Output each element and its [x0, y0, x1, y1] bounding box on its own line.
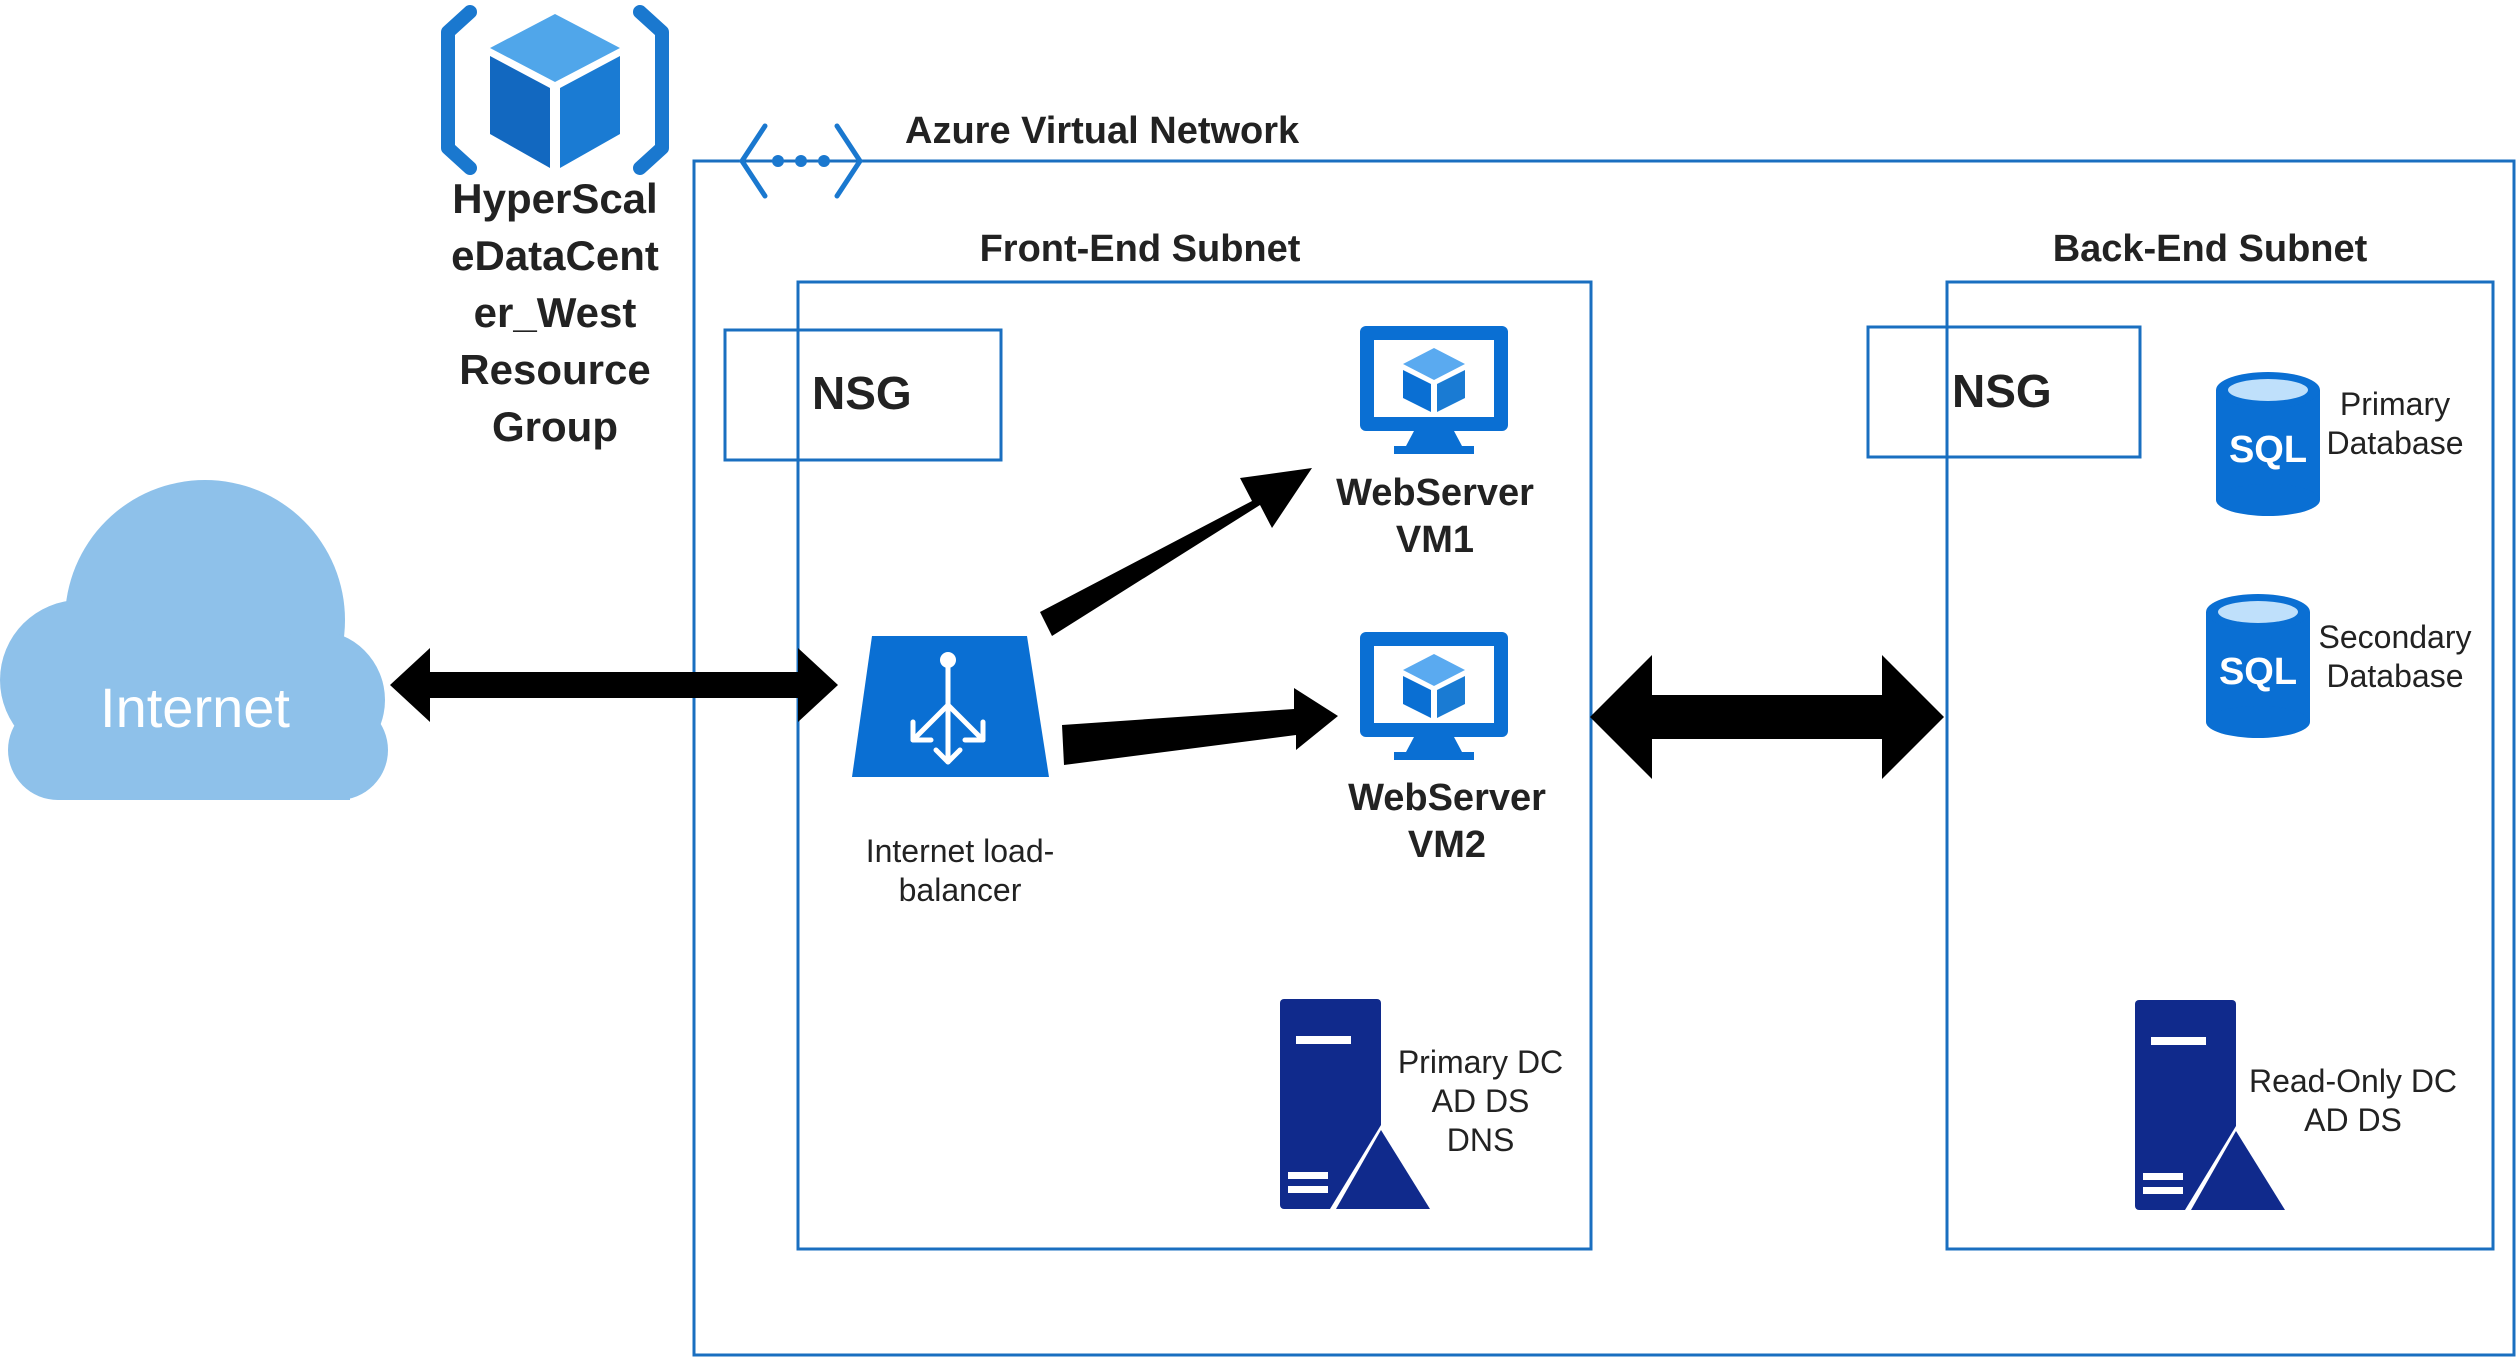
server-icon — [1280, 999, 1432, 1209]
arrow-lb-vm2 — [1062, 688, 1338, 765]
arrows — [390, 468, 1944, 779]
backend-subnet-box — [1945, 280, 2495, 1251]
arrow-lb-vm1 — [1040, 468, 1312, 636]
backend-nsg-box — [1866, 325, 2142, 459]
vm1-label: WebServer VM1 — [1336, 472, 1534, 561]
frontend-subnet-box — [796, 280, 1593, 1251]
vnet-boundary — [692, 159, 2516, 1357]
arrow-internet-lb — [390, 648, 838, 722]
resource-group-label: HyperScal eDataCent er_West Resource Gro… — [451, 175, 659, 450]
virtual-machine-icon — [1360, 632, 1508, 760]
sql-database-icon: SQL — [2206, 594, 2310, 738]
frontend-nsg-label: NSG — [812, 367, 912, 419]
load-balancer-label: Internet load- balancer — [865, 833, 1055, 908]
frontend-subnet-title: Front-End Subnet — [979, 228, 1301, 270]
sql-database-icon: SQL — [2216, 372, 2320, 516]
server-icon — [2135, 1000, 2287, 1210]
primary-dc-label: Primary DC AD DS DNS — [1397, 1044, 1564, 1158]
backend-nsg-label: NSG — [1952, 365, 2052, 417]
resource-group-icon — [441, 5, 669, 175]
virtual-machine-icon — [1360, 326, 1508, 454]
internet-label: Internet — [100, 676, 290, 739]
cloud-icon — [0, 480, 388, 800]
vnet-title: Azure Virtual Network — [905, 110, 1300, 152]
sql-badge: SQL — [2229, 429, 2307, 471]
vm2-label: WebServer VM2 — [1348, 777, 1546, 866]
primary-database-label: Primary Database — [2326, 386, 2464, 461]
vnet-icon — [739, 123, 863, 199]
sql-badge: SQL — [2219, 651, 2297, 693]
backend-subnet-title: Back-End Subnet — [2052, 228, 2368, 270]
read-only-dc-label: Read-Only DC AD DS — [2248, 1063, 2458, 1138]
arrow-frontend-backend — [1590, 655, 1944, 779]
secondary-database-label: Secondary Database — [2318, 619, 2472, 694]
load-balancer-icon — [852, 636, 1049, 777]
frontend-nsg-box — [723, 328, 1003, 462]
